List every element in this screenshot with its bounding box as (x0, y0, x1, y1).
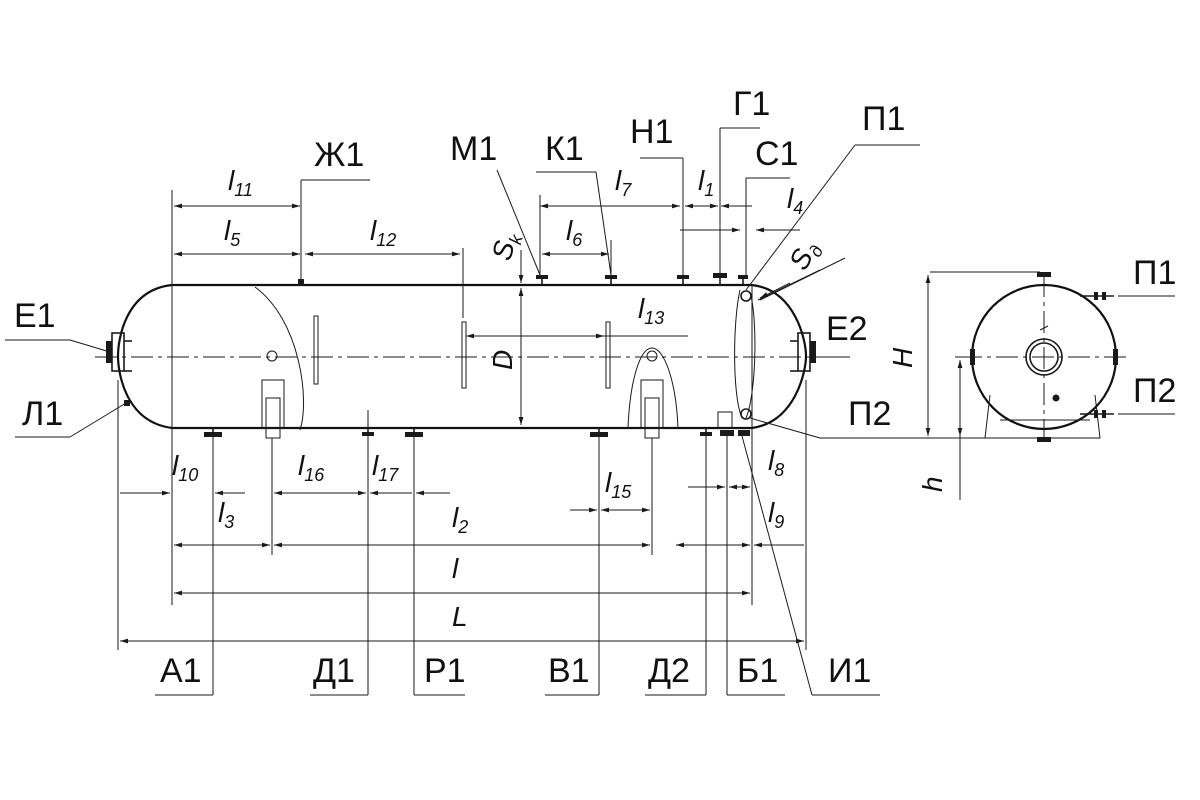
label-D1: Д1 (313, 652, 355, 690)
label-V1: В1 (548, 652, 590, 690)
dim-l9: l9 (768, 497, 784, 532)
dim-l10: l10 (172, 450, 198, 485)
label-R1: Р1 (424, 652, 466, 690)
label-A1: А1 (160, 652, 202, 690)
dim-l3: l3 (218, 497, 234, 532)
dim-h: h (917, 476, 948, 492)
dim-l5: l5 (224, 215, 241, 250)
label-K1: К1 (545, 130, 584, 168)
label-M1: М1 (450, 130, 497, 168)
dim-l15: l15 (605, 467, 632, 502)
label-Zh1: Ж1 (314, 136, 364, 174)
dim-l6: l6 (566, 215, 583, 250)
dim-l7: l7 (615, 165, 632, 200)
dim-l11: l11 (228, 165, 253, 200)
dim-l8: l8 (768, 445, 784, 480)
label-P2: П2 (848, 395, 891, 433)
side-view (920, 271, 1175, 500)
label-side-P1: П1 (1133, 254, 1176, 292)
dim-l1: l1 (698, 165, 714, 200)
label-S1: С1 (755, 135, 798, 173)
label-N1: Н1 (630, 113, 673, 151)
bottom-nozzles (204, 411, 750, 437)
dim-L: L (452, 601, 468, 632)
dim-l12: l12 (370, 215, 396, 250)
saddle-right (627, 347, 679, 439)
end-flange-right (790, 332, 816, 372)
dim-l13: l13 (638, 293, 664, 328)
label-E2: Е2 (826, 310, 868, 348)
label-B1: Б1 (737, 652, 778, 690)
dim-D: D (487, 350, 518, 370)
label-E1: Е1 (14, 297, 56, 335)
nozzle-labels: Е1 Л1 Ж1 М1 К1 Н1 Г1 С1 П1 Е2 П2 А1 Д1 Р… (14, 85, 1176, 690)
dim-l16: l16 (298, 450, 325, 485)
dim-l17: l17 (372, 450, 399, 485)
dim-l4: l4 (787, 183, 803, 218)
dimension-lines (5, 127, 920, 696)
label-G1: Г1 (733, 85, 770, 123)
label-D2: Д2 (648, 652, 690, 690)
level-fittings (740, 290, 752, 420)
label-P1: П1 (862, 100, 905, 138)
top-nozzles (298, 273, 748, 286)
label-I1: И1 (828, 652, 871, 690)
dim-H: H (887, 347, 918, 368)
label-side-P2: П2 (1133, 372, 1176, 410)
saddle-left (261, 350, 285, 439)
dimension-labels: l11 l5 l12 l7 l6 l1 l4 l13 l10 l3 l16 l1… (172, 165, 948, 632)
dim-l: l (452, 553, 459, 584)
label-L1: Л1 (22, 395, 63, 433)
dim-l2: l2 (452, 502, 468, 537)
